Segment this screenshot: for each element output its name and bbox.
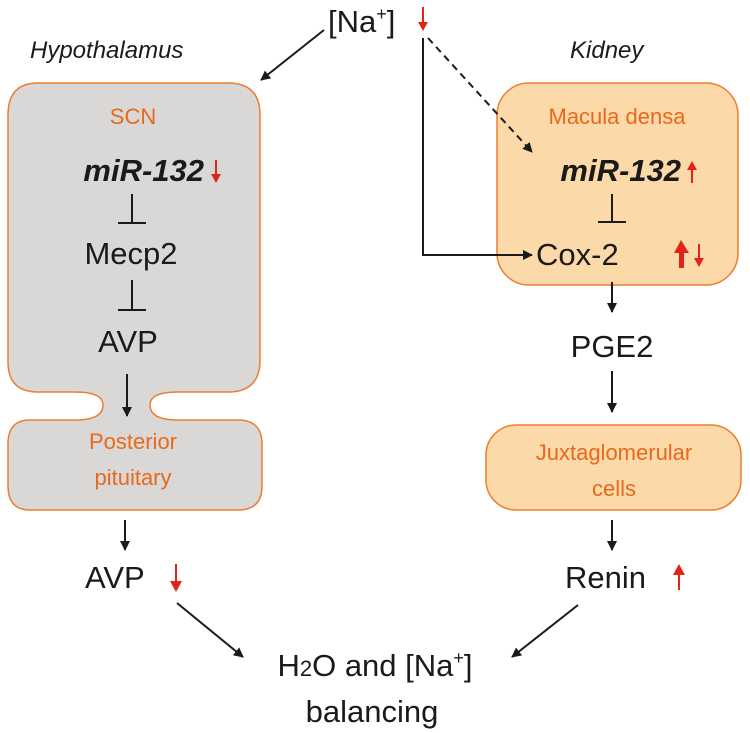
- scn-label: SCN: [110, 104, 156, 129]
- balance-line1: H2O and [Na+]: [277, 648, 472, 683]
- right-mir132-up-arrow: [687, 161, 697, 183]
- cox2-up-arrow: [674, 240, 689, 268]
- arrow-sodium-to-cox2: [422, 38, 533, 260]
- balance-line2: balancing: [306, 694, 439, 729]
- dashed-arrow-sodium-to-mir132: [427, 37, 533, 153]
- renin-label: Renin: [565, 560, 646, 595]
- arrow-renin-to-balance: [511, 604, 579, 658]
- cox2-down-arrow: [694, 244, 704, 267]
- pge2-label: PGE2: [571, 329, 654, 364]
- cells-label: cells: [592, 476, 636, 501]
- macula-densa-label: Macula densa: [549, 104, 687, 129]
- arrow-avp-to-balance: [176, 602, 244, 658]
- avp-output-down-arrow: [170, 564, 182, 592]
- kidney-label: Kidney: [570, 37, 645, 64]
- juxtaglomerular-label: Juxtaglomerular: [536, 440, 693, 465]
- inhibit-mecp2-avp: [118, 280, 146, 311]
- posterior-label: Posterior: [89, 429, 177, 454]
- left-mir132-label: miR-132: [83, 153, 204, 188]
- mecp2-label: Mecp2: [84, 236, 177, 271]
- renin-up-arrow: [673, 564, 685, 590]
- left-mir132-down-arrow: [211, 160, 221, 183]
- hypothalamus-label: Hypothalamus: [30, 37, 183, 64]
- pituitary-label: pituitary: [94, 465, 171, 490]
- right-mir132-label: miR-132: [560, 153, 681, 188]
- scn-box: [7, 82, 263, 511]
- arrow-sodium-to-hypothalamus: [260, 29, 325, 81]
- cox2-label: Cox-2: [536, 237, 619, 272]
- macula-densa-box: [496, 82, 739, 286]
- top-sodium-down-arrow: [418, 7, 428, 31]
- inhibit-mir132-cox2: [598, 194, 626, 223]
- avp-label: AVP: [98, 324, 158, 359]
- top-sodium-label: [Na+]: [328, 4, 395, 39]
- juxtaglomerular-box: [485, 424, 742, 511]
- avp-output-label: AVP: [85, 560, 145, 595]
- inhibit-mir132-mecp2: [118, 194, 146, 224]
